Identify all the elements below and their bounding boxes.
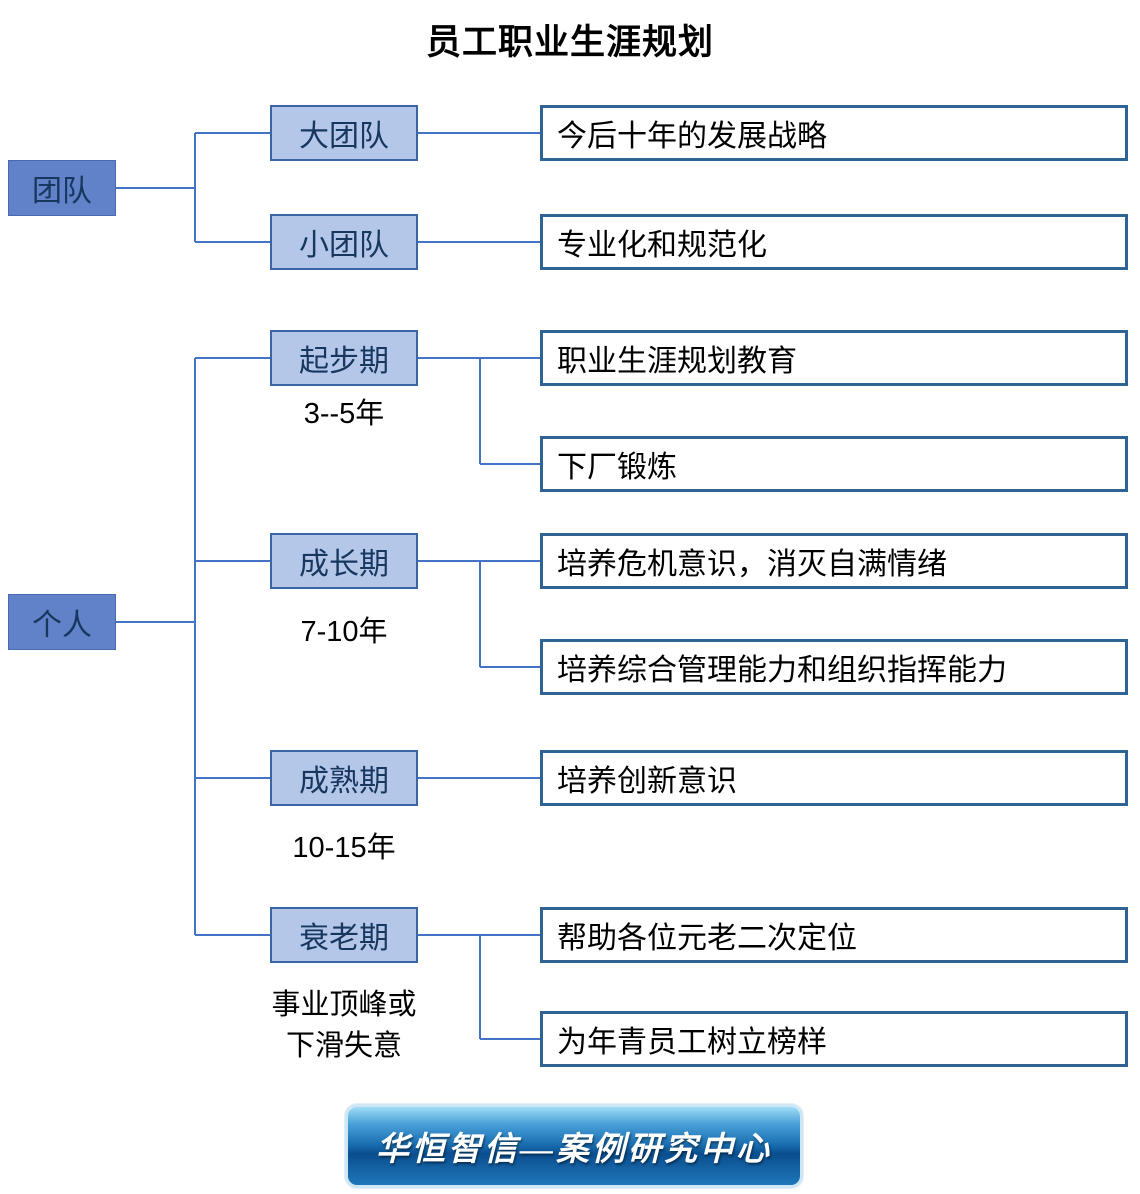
node-team: 团队 (8, 160, 116, 216)
node-person: 个人 (8, 594, 116, 650)
stage-caption-start: 3--5年 (303, 398, 385, 430)
page-title: 员工职业生涯规划 (425, 23, 714, 62)
detail-box-strategy: 今后十年的发展战略 (540, 105, 1128, 161)
detail-box-role-model: 为年青员工树立榜样 (540, 1011, 1128, 1067)
detail-box-management-skill: 培养综合管理能力和组织指挥能力 (540, 639, 1128, 695)
detail-box-specialization: 专业化和规范化 (540, 214, 1128, 270)
detail-box-crisis-awareness: 培养危机意识，消灭自满情绪 (540, 533, 1128, 589)
stage-caption-growth: 7-10年 (300, 616, 388, 648)
stage-caption-aging: 事业顶峰或 下滑失意 (271, 989, 417, 1062)
detail-box-factory-training: 下厂锻炼 (540, 436, 1128, 492)
node-small-team: 小团队 (270, 214, 418, 270)
detail-box-innovation: 培养创新意识 (540, 750, 1128, 806)
footer-banner-text: 华恒智信—案例研究中心 (376, 1132, 772, 1168)
footer-banner: 华恒智信—案例研究中心 (345, 1104, 803, 1188)
detail-box-career-education: 职业生涯规划教育 (540, 330, 1128, 386)
node-aging-stage: 衰老期 (270, 907, 418, 963)
node-start-stage: 起步期 (270, 330, 418, 386)
stage-caption-maturity: 10-15年 (292, 832, 396, 864)
node-big-team: 大团队 (270, 105, 418, 161)
node-growth-stage: 成长期 (270, 533, 418, 589)
node-maturity-stage: 成熟期 (270, 750, 418, 806)
footer-banner-surface: 华恒智信—案例研究中心 (348, 1107, 800, 1185)
detail-box-repositioning: 帮助各位元老二次定位 (540, 907, 1128, 963)
